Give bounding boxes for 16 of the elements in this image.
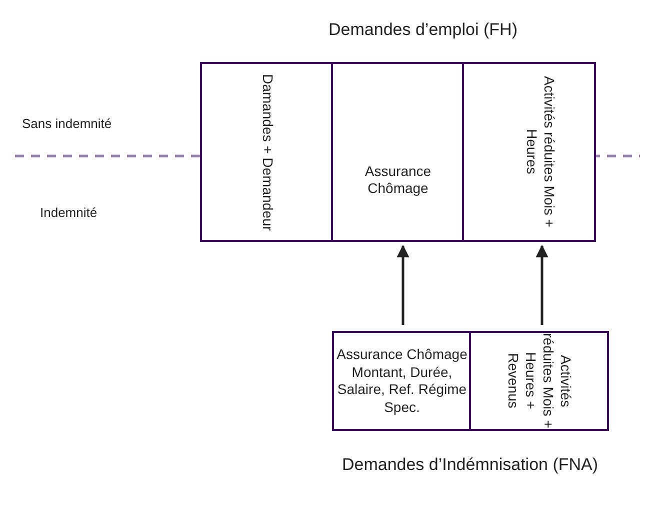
process-box [331,62,465,242]
box-text: Damandes + Demandeur [258,74,276,230]
process-box [462,62,596,242]
process-box [332,331,472,431]
process-box [469,331,609,431]
box-text: Activités réduites Mois + Heures [523,75,558,230]
group-title: Demandes d’Indémnisation (FNA) [342,455,598,475]
arrow [536,244,548,325]
row-label: Sans indemnité [22,116,112,131]
row-label: Indemnité [40,205,98,220]
arrow [396,244,410,325]
box-text: Assurance Chômage Montant, Durée, Salaire, Ref. Régime Spec. [336,346,468,416]
diagram-title: Demandes d’emploi (FH) [328,20,518,40]
process-box [200,62,334,242]
box-text: Assurance Chômage [364,162,432,198]
box-text: Activités réduites Mois + Heures + Revenus [504,333,574,429]
